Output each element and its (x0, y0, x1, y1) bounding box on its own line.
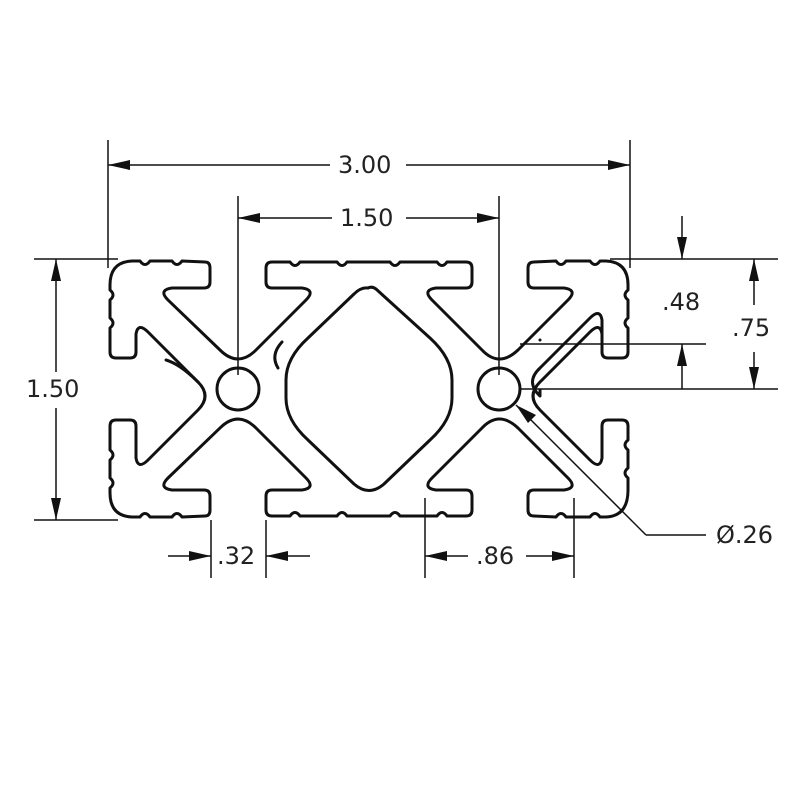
center-cavity (284, 285, 454, 492)
dim-slot-width: .86 (472, 544, 519, 568)
diameter-symbol-icon: Ø (716, 521, 735, 549)
dim-half-height: .75 (732, 314, 771, 342)
dim-slot-depth: .48 (662, 288, 701, 316)
dim-overall-width: 3.00 (334, 153, 396, 177)
profile-outline (108, 259, 630, 519)
hole-diameter-value: .26 (734, 521, 774, 549)
dim-hole-diameter: Ø.26 (712, 523, 777, 547)
dim-slot-opening: .32 (217, 542, 256, 570)
profile-inner-webs (164, 340, 284, 384)
dimension-lines (34, 140, 778, 578)
dim-hole-spacing: 1.50 (336, 206, 398, 230)
dim-overall-height: 1.50 (26, 375, 80, 403)
